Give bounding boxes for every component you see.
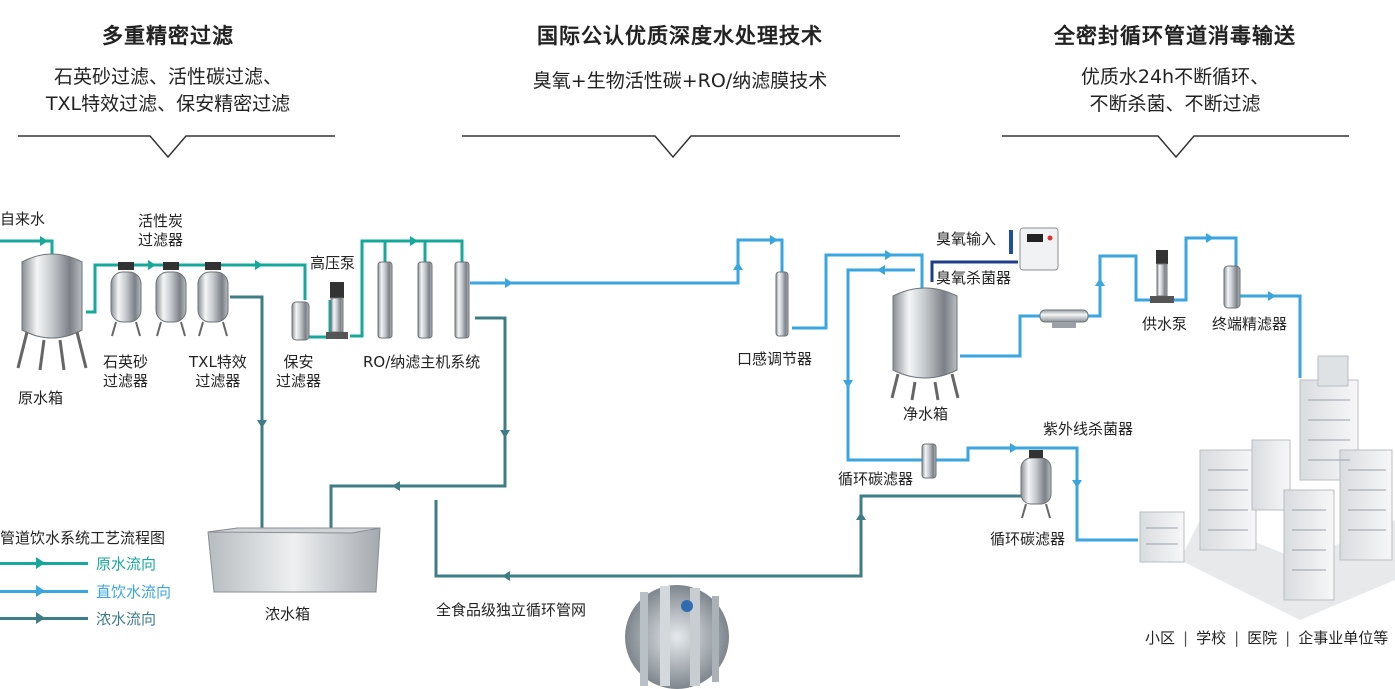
label-ozone-sterilizer: 臭氧杀菌器 xyxy=(936,269,1012,287)
separator: | xyxy=(1285,629,1291,647)
label-raw-tank: 原水箱 xyxy=(18,389,64,407)
header-technology: 国际公认优质深度水处理技术 臭氧+生物活性碳+RO/纳滤膜技术 xyxy=(460,20,900,95)
label-tap-water: 自来水 xyxy=(0,210,46,228)
legend-direct: 直饮水流向 xyxy=(0,581,171,602)
buildings-illustration xyxy=(1139,355,1395,620)
label-line: 过滤器 xyxy=(138,231,184,249)
clean-water-tank xyxy=(890,287,960,401)
pipe-network-photo xyxy=(625,585,729,689)
label-taste-regulator: 口感调节器 xyxy=(737,350,813,368)
header-sub-line: TXL特效过滤、保安精密过滤 xyxy=(45,93,291,115)
header-sub-line: 优质水24h不断循环、 xyxy=(1080,66,1270,88)
concentrate-tank xyxy=(207,527,381,593)
header-sub-line: 臭氧+生物活性碳+RO/纳滤膜技术 xyxy=(532,70,828,92)
category-item: 医院 xyxy=(1247,629,1278,647)
label-line: 过滤器 xyxy=(103,372,149,390)
taste-regulator xyxy=(775,271,789,337)
label-line: 过滤器 xyxy=(195,372,241,390)
label-txl-filter: TXL特效 过滤器 xyxy=(189,353,247,391)
legend-direct-line xyxy=(0,585,88,597)
terminal-filter xyxy=(1223,265,1241,309)
category-item: 学校 xyxy=(1196,629,1227,647)
legend-title: 管道饮水系统工艺流程图 xyxy=(0,529,166,547)
security-filter xyxy=(291,301,310,341)
label-conc-tank: 浓水箱 xyxy=(265,605,311,623)
flow-arrows xyxy=(40,233,1276,581)
raw-water-tank xyxy=(16,253,88,371)
legend-label: 直饮水流向 xyxy=(96,583,172,601)
legend-raw: 原水流向 xyxy=(0,553,156,574)
label-clean-tank: 净水箱 xyxy=(903,405,949,423)
label-hp-pump: 高压泵 xyxy=(310,254,356,272)
legend-conc: 浓水流向 xyxy=(0,608,156,629)
header-divider xyxy=(18,135,1349,159)
direct-pipes xyxy=(470,236,1302,542)
label-ro-system: RO/纳滤主机系统 xyxy=(363,353,481,371)
legend-raw-line xyxy=(0,557,88,569)
label-line: 过滤器 xyxy=(276,372,322,390)
uv-tube xyxy=(1039,309,1089,328)
end-user-categories: 小区 | 学校 | 医院 | 企事业单位等 xyxy=(1143,627,1390,648)
label-line: 保安 xyxy=(283,353,314,371)
label-security-filter: 保安 过滤器 xyxy=(276,353,321,391)
label-sand-filter: 石英砂 过滤器 xyxy=(103,353,148,391)
legend-label: 原水流向 xyxy=(96,555,157,573)
label-ozone-input: 臭氧输入 xyxy=(936,230,997,248)
label-carbon-filter: 活性炭 过滤器 xyxy=(138,212,183,250)
sand-filter xyxy=(110,262,142,337)
ozone-generator xyxy=(1009,227,1059,271)
label-uv-sterilizer: 紫外线杀菌器 xyxy=(1043,420,1134,438)
circ-carbon-filter-small xyxy=(921,443,937,479)
separator: | xyxy=(1234,629,1240,647)
category-item: 企事业单位等 xyxy=(1298,629,1389,647)
ozone-pipe xyxy=(930,260,1018,282)
header-title: 国际公认优质深度水处理技术 xyxy=(537,24,823,48)
label-terminal-filter: 终端精滤器 xyxy=(1212,315,1288,333)
ro-membranes xyxy=(377,261,470,339)
legend-label: 浓水流向 xyxy=(96,610,157,628)
label-supply-pump: 供水泵 xyxy=(1142,315,1188,333)
header-circulation: 全密封循环管道消毒输送 优质水24h不断循环、 不断杀菌、不断过滤 xyxy=(1000,20,1350,118)
label-circ-carbon-1: 循环碳滤器 xyxy=(838,470,914,488)
legend-conc-line xyxy=(0,612,88,624)
carbon-filter xyxy=(155,262,187,337)
category-item: 小区 xyxy=(1145,629,1176,647)
label-pipe-network: 全食品级独立循环管网 xyxy=(436,601,587,619)
header-filtration: 多重精密过滤 石英砂过滤、活性碳过滤、 TXL特效过滤、保安精密过滤 xyxy=(0,20,336,118)
header-sub-line: 不断杀菌、不断过滤 xyxy=(1089,93,1261,115)
header-title: 全密封循环管道消毒输送 xyxy=(1054,24,1296,48)
label-line: 石英砂 xyxy=(103,353,149,371)
label-line: TXL特效 xyxy=(189,353,247,371)
circ-carbon-filter-tank xyxy=(1020,450,1052,519)
label-circ-carbon-2: 循环碳滤器 xyxy=(990,530,1066,548)
separator: | xyxy=(1183,629,1189,647)
conc-pipes xyxy=(230,295,1025,578)
header-sub-line: 石英砂过滤、活性碳过滤、 xyxy=(53,66,282,88)
label-line: 活性炭 xyxy=(138,212,184,230)
high-pressure-pump xyxy=(326,282,348,339)
supply-pump xyxy=(1150,250,1174,303)
txl-filter xyxy=(197,262,229,337)
header-title: 多重精密过滤 xyxy=(102,24,234,48)
